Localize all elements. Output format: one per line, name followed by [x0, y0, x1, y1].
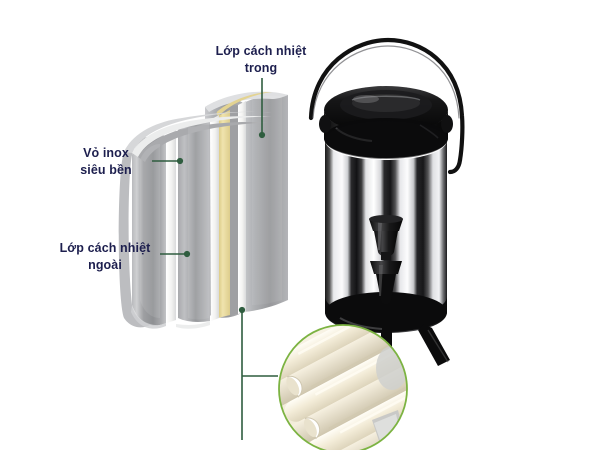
leader-dot-lop-trong — [258, 131, 266, 139]
stainless-steel-beverage-dispenser — [308, 37, 465, 366]
carry-handle — [308, 37, 465, 163]
spigot-tap — [369, 215, 403, 305]
callout-label-vo-inox: Vỏ inox siêu bền — [80, 146, 132, 177]
foam-insulation-closeup — [278, 324, 408, 450]
leader-dot-foam — [238, 306, 246, 314]
leg-right — [418, 324, 450, 366]
callout-label-lop-cach-nhiet-trong: Lớp cách nhiệt trong — [215, 44, 307, 75]
leader-dot-vo-inox — [176, 157, 184, 165]
inset-border — [278, 324, 408, 450]
layered-shell-cutaway — [118, 91, 288, 329]
leader-dot-lop-ngoai — [183, 250, 191, 258]
leader-dots — [176, 131, 266, 314]
leader-lines — [152, 78, 278, 440]
callout-label-lop-cach-nhiet-ngoai: Lớp cách nhiệt ngoài — [59, 241, 151, 272]
